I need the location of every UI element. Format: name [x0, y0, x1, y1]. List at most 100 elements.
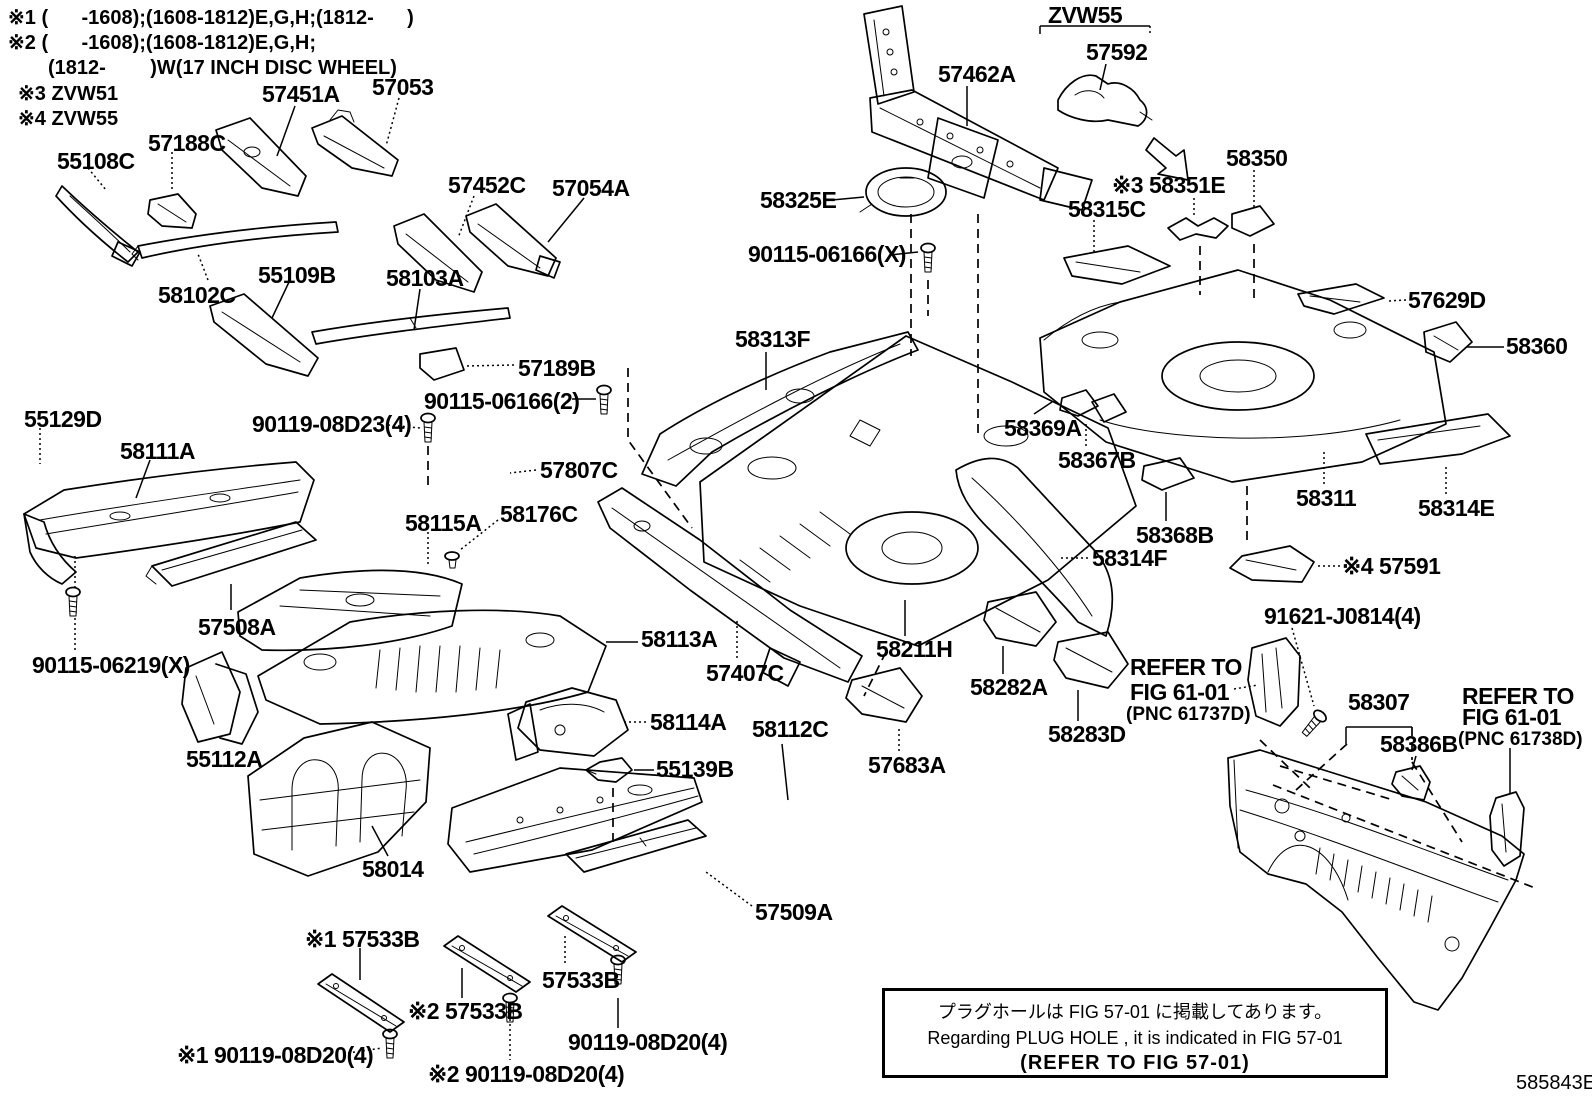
part-57533B-strip1: [317, 973, 405, 1033]
part-label-58313F: 58313F: [735, 326, 811, 352]
part-57591: [1229, 545, 1315, 583]
part-label-55129D: 55129D: [24, 406, 102, 432]
plug-note-english: Regarding PLUG HOLE , it is indicated in…: [927, 1028, 1343, 1048]
part-label-58368B: 58368B: [1136, 522, 1214, 548]
part-58350: [1231, 205, 1275, 237]
part-label-58211H: 58211H: [876, 636, 953, 662]
part-55112A: [181, 651, 259, 745]
part-label-57508A: 57508A: [198, 614, 276, 640]
part-label-58114A: 58114A: [650, 709, 727, 735]
part-label-57683A: 57683A: [868, 752, 946, 778]
part-label-55109B: 55109B: [258, 262, 336, 288]
part-label-58369A: 58369A: [1004, 415, 1082, 441]
part-57508A: [145, 521, 317, 587]
part-label-58350: 58350: [1226, 145, 1288, 171]
part-57054A: [465, 203, 561, 279]
part-label-58103A: 58103A: [386, 265, 464, 291]
part-label-57053: 57053: [372, 74, 434, 100]
part-label-58367B: 58367B: [1058, 447, 1136, 473]
plug-note-refer: (REFER TO FIG 57-01): [1020, 1052, 1250, 1074]
part-58014: [247, 721, 431, 877]
bolt-90115-06166-2: [596, 384, 612, 415]
part-58314F: [955, 457, 1114, 637]
part-label-58113A: 58113A: [641, 626, 718, 652]
part-57452C: [393, 213, 483, 293]
part-58351E: [1167, 217, 1229, 241]
refer-note-2-line3: (PNC 61738D): [1458, 729, 1583, 750]
part-57629D: [1297, 283, 1385, 315]
part-58283D: [1053, 631, 1129, 689]
callout-bracket-58307: [1345, 726, 1413, 760]
part-label-58102C: 58102C: [158, 282, 236, 308]
part-58313F-brace: [641, 331, 919, 487]
part-label-58111A: 58111A: [120, 438, 196, 464]
part-label-58325E: 58325E: [760, 187, 837, 213]
fastener-label-90119-08D20-1: ※1 90119-08D20(4): [177, 1042, 374, 1068]
fastener-label-91621-J0814: 91621-J0814(4): [1264, 603, 1421, 629]
part-label-58360: 58360: [1506, 333, 1568, 359]
part-label-58014: 58014: [362, 856, 424, 882]
part-label-55108C: 55108C: [57, 148, 135, 174]
part-label-58386B: 58386B: [1380, 731, 1458, 757]
part-58325E: [859, 167, 947, 217]
part-58360: [1423, 321, 1473, 363]
model-label-zvw55: ZVW55: [1048, 2, 1123, 28]
part-label-55112A: 55112A: [186, 746, 263, 772]
part-label-57407C: 57407C: [706, 660, 784, 686]
refer-note-1-line3: (PNC 61737D): [1126, 704, 1251, 725]
part-58111A: [23, 461, 315, 585]
refer-note-2-line1: REFER TO: [1462, 683, 1574, 709]
part-57053: [311, 109, 399, 177]
refer-note-2-line2: FIG 61-01: [1462, 704, 1562, 730]
construction-dashes: [427, 214, 1536, 889]
part-58282A: [983, 591, 1057, 647]
part-61737D-bracket: [1247, 637, 1301, 727]
part-label-57533B-3: 57533B: [542, 967, 620, 993]
part-label-57189B: 57189B: [518, 355, 596, 381]
footnote-1: ※1 ( -1608);(1608-1812)E,G,H;(1812- ): [8, 7, 414, 29]
part-57188C: [147, 193, 197, 229]
part-57462A: [863, 5, 1093, 211]
footnote-4: ※4 ZVW55: [18, 108, 119, 130]
leader-lines-solid: [135, 63, 1511, 1028]
part-label-55139B: 55139B: [656, 756, 734, 782]
leader-lines-dotted: [39, 97, 1447, 1060]
clip-58176C: [444, 551, 460, 569]
part-label-57462A: 57462A: [938, 61, 1016, 87]
refer-note-1-line2: FIG 61-01: [1130, 679, 1230, 705]
part-61738D-bracket: [1489, 791, 1525, 867]
part-label-57629D: 57629D: [1408, 287, 1486, 313]
part-label-58315C: 58315C: [1068, 196, 1146, 222]
refer-note-1-line1: REFER TO: [1130, 654, 1242, 680]
part-55109B: [209, 293, 319, 377]
part-label-57452C: 57452C: [448, 172, 526, 198]
part-label-57533B-1: ※1 57533B: [305, 926, 420, 952]
part-label-58283D: 58283D: [1048, 721, 1126, 747]
bolt-91621-J0814: [1298, 707, 1330, 740]
part-label-58115A: 58115A: [405, 510, 482, 536]
fastener-label-90119-08D20-2: ※2 90119-08D20(4): [428, 1061, 625, 1087]
part-57533B-strip2: [443, 935, 531, 993]
part-57592: [1057, 74, 1153, 127]
figure-code: 585843E: [1516, 1072, 1592, 1094]
plug-note-japanese: プラグホールは FIG 57-01 に掲載してあります。: [937, 1002, 1333, 1022]
part-label-58176C: 58176C: [500, 501, 578, 527]
part-label-58311: 58311: [1296, 485, 1357, 511]
footnote-2b: (1812- )W(17 INCH DISC WHEEL): [48, 57, 397, 79]
part-label-57509A: 57509A: [755, 899, 833, 925]
part-label-58314F: 58314F: [1092, 545, 1168, 571]
part-58386B: [1391, 765, 1431, 801]
fastener-label-90115-06219: 90115-06219(X): [32, 652, 190, 678]
part-58112C: [447, 767, 703, 873]
fastener-label-90115-06166-2: 90115-06166(2): [424, 388, 580, 414]
part-center-floor-pan: [699, 335, 1137, 647]
arrow-icon: [1145, 137, 1189, 181]
part-label-57807C: 57807C: [540, 457, 618, 483]
part-58103A: [311, 307, 511, 345]
part-58367B: [1091, 393, 1127, 423]
part-label-57592: 57592: [1086, 39, 1148, 65]
part-57407C: [597, 487, 863, 687]
part-label-58307: 58307: [1348, 689, 1410, 715]
part-57189B: [419, 347, 465, 381]
